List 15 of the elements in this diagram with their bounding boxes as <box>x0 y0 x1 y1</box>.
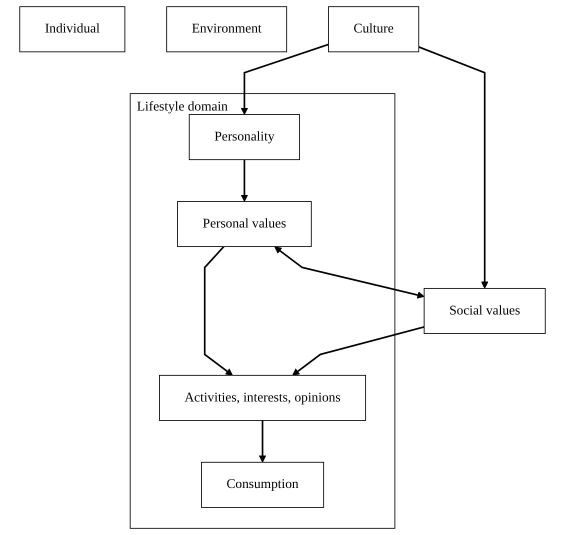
arrow <box>240 160 248 202</box>
arrow <box>204 246 233 376</box>
arrow <box>258 420 266 463</box>
node-box: Culture <box>328 6 420 52</box>
node-box: Activities, interests, opinions <box>159 374 366 421</box>
node-box: Personal values <box>177 201 312 248</box>
arrow <box>292 326 424 376</box>
arrow <box>418 46 488 289</box>
arrow <box>240 44 329 115</box>
node-box: Consumption <box>201 462 324 508</box>
node-box: Personality <box>188 114 300 160</box>
node-box: Individual <box>19 6 126 52</box>
node-box: Environment <box>166 6 288 52</box>
node-box: Social values <box>424 288 546 334</box>
arrow <box>274 246 424 299</box>
